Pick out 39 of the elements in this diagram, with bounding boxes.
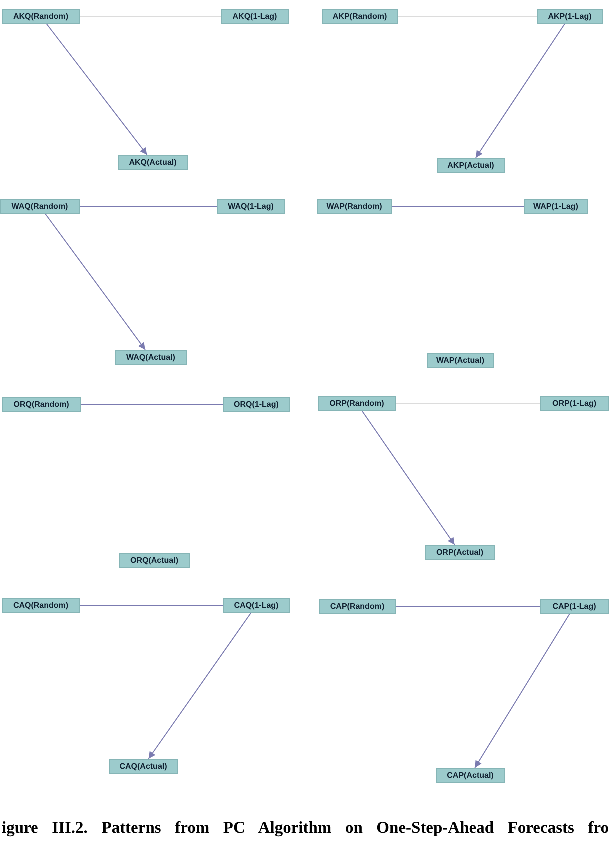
variable-box: CAP(1-Lag) xyxy=(540,599,609,614)
arrow xyxy=(362,410,456,546)
arrow xyxy=(474,614,570,768)
variable-box: AKQ(Actual) xyxy=(118,155,188,170)
variable-box: AKP(Actual) xyxy=(437,158,505,173)
variable-box: CAQ(1-Lag) xyxy=(223,598,290,613)
variable-box: ORP(Actual) xyxy=(425,545,495,560)
variable-box: CAP(Random) xyxy=(319,599,396,614)
variable-box: ORQ(Random) xyxy=(2,397,81,412)
connector-line xyxy=(396,403,540,404)
connector-line xyxy=(80,16,222,17)
variable-box: ORQ(1-Lag) xyxy=(223,397,290,412)
variable-box: ORQ(Actual) xyxy=(119,553,190,568)
variable-box: WAQ(Random) xyxy=(0,199,80,214)
arrow xyxy=(45,214,146,350)
connector-line xyxy=(398,16,538,17)
connector-line xyxy=(80,404,224,405)
variable-box: AKP(1-Lag) xyxy=(537,9,603,24)
variable-box: CAP(Actual) xyxy=(436,768,505,783)
connector-line xyxy=(80,605,224,606)
variable-box: WAP(Random) xyxy=(317,199,392,214)
figure-caption: igure III.2. Patterns from PC Algorithm on One-Step-Ahead Forecasts fro xyxy=(2,818,609,838)
variable-box: AKQ(1-Lag) xyxy=(221,9,289,24)
variable-box: ORP(Random) xyxy=(318,396,396,411)
variable-box: WAP(1-Lag) xyxy=(524,199,588,214)
variable-box: WAQ(1-Lag) xyxy=(217,199,285,214)
variable-box: ORP(1-Lag) xyxy=(540,396,609,411)
connector-line xyxy=(80,206,218,207)
variable-box: CAQ(Actual) xyxy=(109,759,178,774)
connector-line xyxy=(396,606,540,607)
arrow xyxy=(46,24,148,156)
variable-box: CAQ(Random) xyxy=(2,598,80,613)
variable-box: WAP(Actual) xyxy=(427,353,494,368)
arrow xyxy=(475,24,566,158)
variable-box: WAQ(Actual) xyxy=(115,350,187,365)
connector-line xyxy=(392,206,524,207)
variable-box: AKQ(Random) xyxy=(2,9,80,24)
variable-box: AKP(Random) xyxy=(322,9,398,24)
arrow xyxy=(148,612,252,760)
